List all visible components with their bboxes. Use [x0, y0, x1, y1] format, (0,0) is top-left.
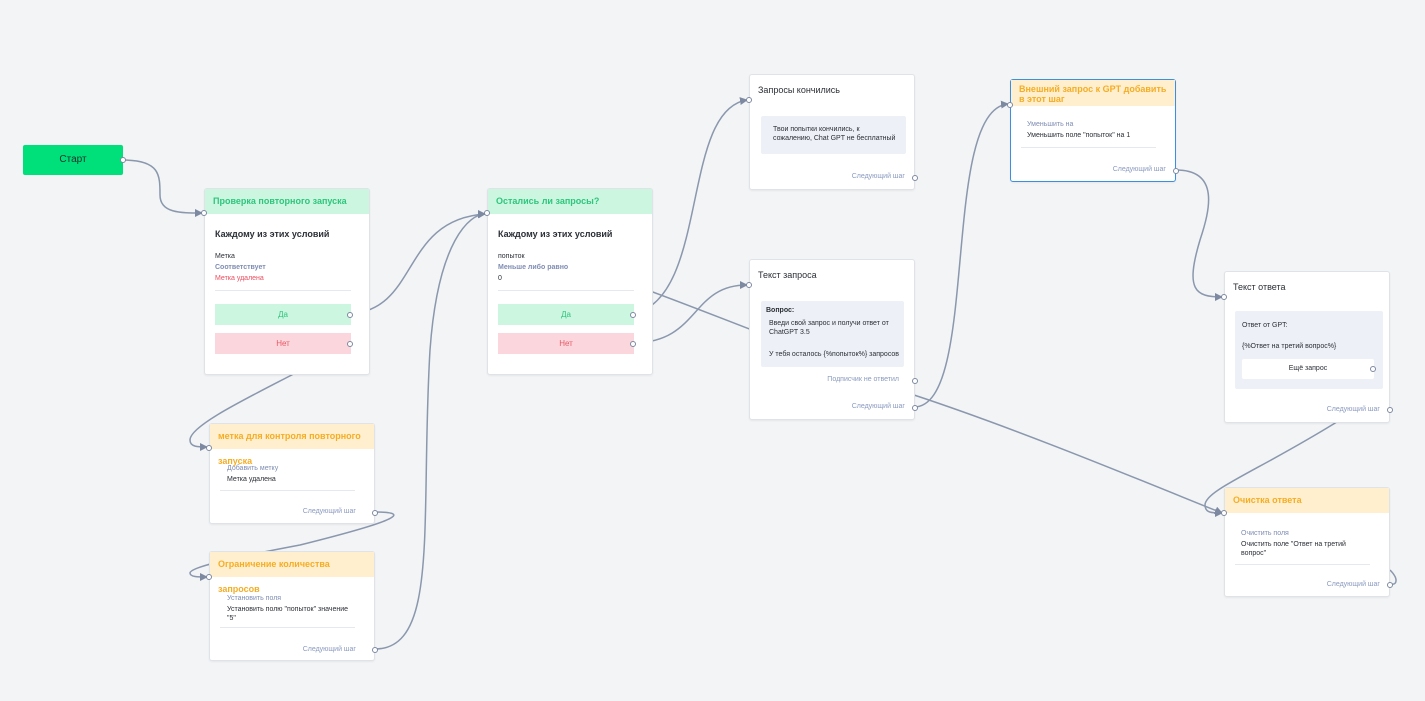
next-step-port[interactable]: [912, 175, 918, 181]
condition-field: попыток: [498, 253, 525, 260]
attempts-left-text: У тебя осталось {%попыток%} запросов: [769, 351, 900, 358]
more-request-port[interactable]: [1370, 366, 1376, 372]
requests-left-node[interactable]: Остались ли запросы? Каждому из этих усл…: [484, 188, 653, 375]
answer-line2: {%Ответ на третий вопрос%}: [1242, 343, 1337, 350]
condition-value: Метка удалена: [215, 275, 264, 282]
limit-requests-title: Ограничение количества запросов: [210, 552, 374, 594]
question-text: Введи свой запрос и получи ответ от Chat…: [769, 320, 889, 336]
divider: [1021, 147, 1156, 148]
no-output-port[interactable]: [630, 341, 636, 347]
action-label: Установить поля: [227, 595, 282, 602]
next-step-port[interactable]: [912, 405, 918, 411]
next-step-label: Следующий шаг: [1112, 166, 1166, 173]
next-step-port[interactable]: [372, 510, 378, 516]
action-label: Уменьшить на: [1027, 121, 1074, 128]
message-box: Ответ от GPT: {%Ответ на третий вопрос%}…: [1235, 311, 1383, 389]
external-gpt-input-port[interactable]: [1007, 102, 1013, 108]
requests-over-input-port[interactable]: [746, 97, 752, 103]
message-text: Твои попытки кончились, к сожалению, Cha…: [773, 126, 896, 142]
next-step-label: Следующий шаг: [851, 403, 905, 410]
external-gpt-node[interactable]: Внешний запрос к GPT добавить в этот шаг…: [1007, 79, 1179, 182]
action-value: Очистить поле "Ответ на третий вопрос": [1241, 541, 1346, 557]
condition-title: Каждому из этих условий: [498, 229, 613, 239]
condition-field: Метка: [215, 253, 235, 260]
limit-requests-node[interactable]: Ограничение количества запросов Установи…: [206, 551, 378, 661]
no-answer-label: Подписчик не ответил: [827, 376, 899, 383]
tag-control-input-port[interactable]: [206, 445, 212, 451]
condition-value: 0: [498, 275, 502, 282]
clear-answer-node[interactable]: Очистка ответа Очистить поля Очистить по…: [1221, 487, 1393, 597]
connector-request-to-clear: [913, 394, 1223, 515]
yes-branch-button[interactable]: Да: [215, 304, 351, 325]
next-step-label: Следующий шаг: [1326, 406, 1380, 413]
divider: [1235, 564, 1370, 565]
requests-over-node[interactable]: Запросы кончились Твои попытки кончились…: [746, 74, 918, 190]
question-label: Вопрос:: [766, 307, 795, 314]
requests-left-input-port[interactable]: [484, 210, 490, 216]
connector-start-to-check: [122, 159, 203, 217]
connector-gpt-to-answer: [1175, 169, 1223, 301]
next-step-label: Следующий шаг: [851, 173, 905, 180]
start-node[interactable]: Старт: [23, 145, 126, 175]
next-step-label: Следующий шаг: [1326, 581, 1380, 588]
clear-answer-input-port[interactable]: [1221, 510, 1227, 516]
no-output-port[interactable]: [347, 341, 353, 347]
next-step-label: Следующий шаг: [302, 508, 356, 515]
answer-text-title: Текст ответа: [1233, 282, 1286, 292]
next-step-port[interactable]: [372, 647, 378, 653]
answer-text-node[interactable]: Текст ответа Ответ от GPT: {%Ответ на тр…: [1221, 271, 1393, 423]
action-value: Метка удалена: [227, 476, 276, 483]
limit-requests-input-port[interactable]: [206, 574, 212, 580]
action-value: Уменьшить поле "попыток" на 1: [1027, 132, 1131, 139]
divider: [498, 290, 634, 291]
tag-control-title: метка для контроля повторного запуска: [210, 424, 374, 466]
yes-output-port[interactable]: [347, 312, 353, 318]
tag-control-node[interactable]: метка для контроля повторного запуска До…: [206, 423, 378, 524]
next-step-port[interactable]: [1387, 582, 1393, 588]
condition-title: Каждому из этих условий: [215, 229, 330, 239]
condition-operator: Соответствует: [215, 264, 266, 271]
no-branch-button[interactable]: Нет: [215, 333, 351, 354]
check-restart-input-port[interactable]: [201, 210, 207, 216]
action-value: Установить полю "попыток" значение "5": [227, 606, 349, 622]
message-box: Твои попытки кончились, к сожалению, Cha…: [761, 116, 906, 154]
start-label: Старт: [59, 154, 87, 165]
action-label: Очистить поля: [1241, 530, 1289, 537]
no-answer-port[interactable]: [912, 378, 918, 384]
next-step-port[interactable]: [1387, 407, 1393, 413]
divider: [220, 627, 355, 628]
requests-left-title: Остались ли запросы?: [488, 189, 652, 214]
request-text-input-port[interactable]: [746, 282, 752, 288]
yes-output-port[interactable]: [630, 312, 636, 318]
message-box: Вопрос: Введи свой запрос и получи ответ…: [761, 301, 904, 367]
action-label: Добавить метку: [227, 465, 279, 472]
clear-answer-title: Очистка ответа: [1225, 488, 1389, 513]
next-step-label: Следующий шаг: [302, 646, 356, 653]
connector-next-to-gpt: [913, 100, 1009, 408]
answer-line1: Ответ от GPT:: [1242, 322, 1288, 329]
yes-branch-button[interactable]: Да: [498, 304, 634, 325]
condition-operator: Меньше либо равно: [498, 264, 569, 271]
divider: [220, 490, 355, 491]
requests-over-title: Запросы кончились: [758, 85, 840, 95]
more-request-button[interactable]: Ещё запрос: [1242, 359, 1374, 379]
request-text-title: Текст запроса: [758, 270, 817, 280]
start-output-port[interactable]: [120, 157, 126, 163]
connector-limit-to-requests-left: [374, 210, 486, 650]
request-text-node[interactable]: Текст запроса Вопрос: Введи свой запрос …: [746, 259, 918, 420]
divider: [215, 290, 351, 291]
next-step-port[interactable]: [1173, 168, 1179, 174]
external-gpt-title: Внешний запрос к GPT добавить в этот шаг: [1011, 80, 1175, 106]
check-restart-title: Проверка повторного запуска: [205, 189, 369, 214]
check-restart-node[interactable]: Проверка повторного запуска Каждому из э…: [201, 188, 370, 375]
no-branch-button[interactable]: Нет: [498, 333, 634, 354]
answer-text-input-port[interactable]: [1221, 294, 1227, 300]
